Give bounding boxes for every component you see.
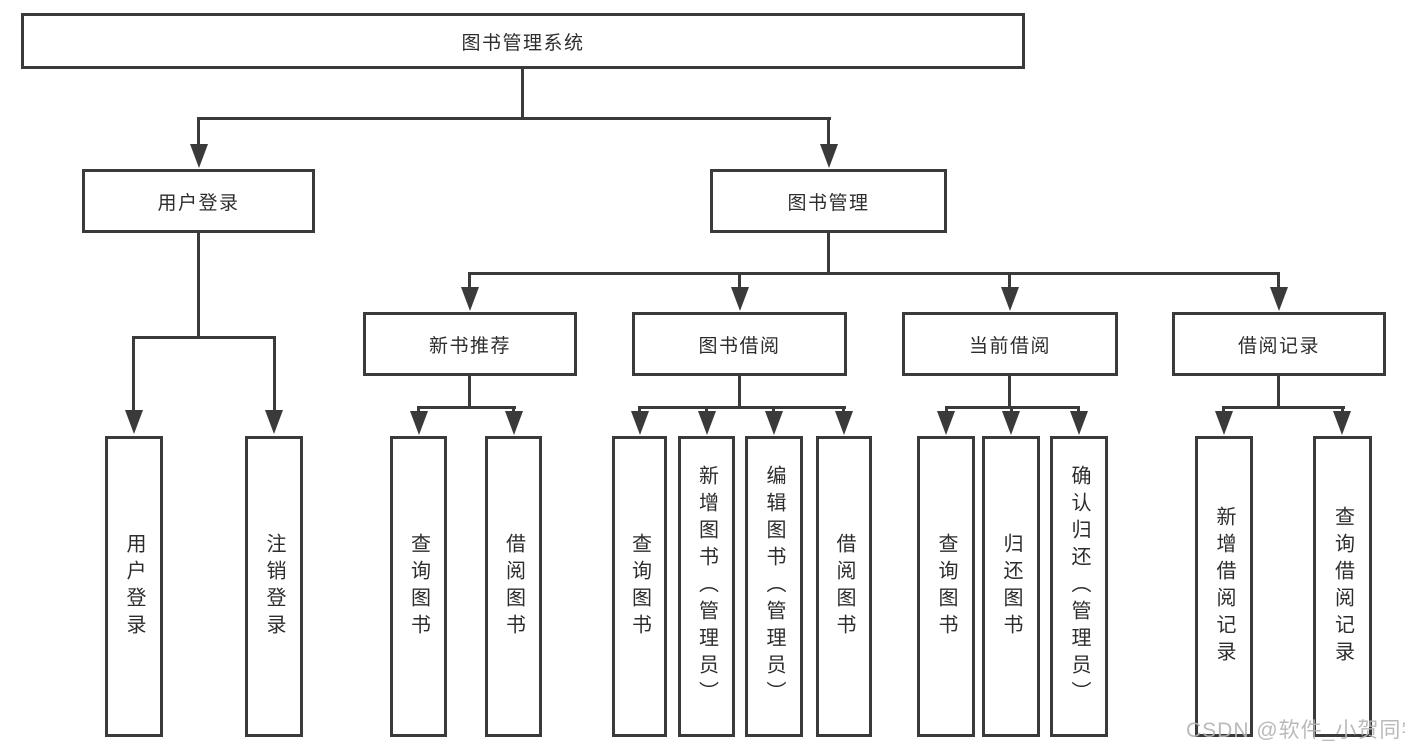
- node-label: 查询图书: [407, 532, 430, 641]
- node-book-borrowing: 图书借阅: [632, 312, 847, 376]
- node-label: 图书管理系统: [461, 32, 585, 54]
- node-label: 用户登录: [123, 532, 145, 641]
- leaf-add-borrow-record: 新增借阅记录: [1195, 436, 1253, 737]
- connector-line: [1008, 376, 1011, 406]
- leaf-add-books-admin: 新增图书（管理员）: [678, 436, 735, 737]
- node-label: 图书借阅: [698, 335, 781, 357]
- node-label: 借阅图书: [833, 532, 855, 641]
- connector-line: [132, 336, 135, 414]
- leaf-search-books-recommend: 查询图书: [390, 436, 447, 737]
- arrow-down-icon: [731, 287, 749, 311]
- arrow-down-icon: [1215, 411, 1233, 435]
- connector-line: [1277, 376, 1280, 406]
- arrow-down-icon: [461, 287, 479, 311]
- connector-line: [1341, 406, 1344, 414]
- connector-line: [842, 406, 845, 414]
- arrow-down-icon: [410, 411, 428, 435]
- arrow-down-icon: [698, 411, 716, 435]
- connector-line: [1077, 406, 1080, 414]
- node-label: 图书管理: [787, 192, 870, 214]
- node-book-management: 图书管理: [710, 169, 947, 233]
- leaf-confirm-return-admin: 确认归还（管理员）: [1050, 436, 1108, 737]
- connector-line: [512, 406, 515, 414]
- connector-line: [827, 117, 830, 147]
- connector-line: [468, 272, 471, 290]
- node-label: 注销登录: [263, 532, 285, 641]
- connector-line: [1008, 272, 1011, 290]
- arrow-down-icon: [1333, 411, 1351, 435]
- connector-line: [132, 336, 276, 339]
- node-user-login: 用户登录: [82, 169, 315, 233]
- arrow-down-icon: [265, 410, 283, 434]
- node-label: 归还图书: [1000, 532, 1022, 641]
- arrow-down-icon: [1070, 411, 1088, 435]
- leaf-user-login: 用户登录: [105, 436, 163, 737]
- arrow-down-icon: [835, 411, 853, 435]
- connector-line: [1222, 406, 1225, 414]
- connector-line: [417, 406, 420, 414]
- connector-line: [638, 406, 846, 409]
- connector-line: [417, 406, 516, 409]
- connector-line: [638, 406, 641, 414]
- connector-line: [1010, 406, 1013, 414]
- connector-line: [197, 117, 200, 147]
- node-label: 查询图书: [628, 532, 651, 641]
- leaf-search-books-current: 查询图书: [917, 436, 975, 737]
- arrow-down-icon: [190, 144, 208, 168]
- node-label: 查询借阅记录: [1331, 505, 1354, 668]
- watermark: CSDN @软件_小贺同学: [1186, 719, 1405, 742]
- connector-line: [1222, 406, 1345, 409]
- node-label: 新增图书（管理员）: [695, 465, 718, 708]
- leaf-edit-books-admin: 编辑图书（管理员）: [745, 436, 803, 737]
- node-label: 新增借阅记录: [1213, 505, 1235, 668]
- node-new-book-recommend: 新书推荐: [363, 312, 577, 376]
- arrow-down-icon: [125, 410, 143, 434]
- arrow-down-icon: [1001, 287, 1019, 311]
- arrow-down-icon: [765, 411, 783, 435]
- connector-line: [705, 406, 708, 414]
- node-label: 新书推荐: [428, 335, 511, 357]
- node-label: 编辑图书（管理员）: [763, 465, 785, 708]
- connector-line: [468, 376, 471, 406]
- arrow-down-icon: [1002, 411, 1020, 435]
- leaf-borrow-books-recommend: 借阅图书: [485, 436, 542, 737]
- connector-line: [469, 272, 1280, 275]
- connector-line: [197, 233, 200, 336]
- node-label: 查询图书: [935, 532, 957, 641]
- arrow-down-icon: [937, 411, 955, 435]
- connector-line: [827, 233, 830, 272]
- arrow-down-icon: [1270, 287, 1288, 311]
- connector-line: [772, 406, 775, 414]
- node-current-borrowing: 当前借阅: [902, 312, 1118, 376]
- connector-line: [521, 69, 524, 118]
- node-library-management-system: 图书管理系统: [21, 13, 1025, 69]
- connector-line: [1277, 272, 1280, 290]
- node-borrowing-records: 借阅记录: [1172, 312, 1386, 376]
- arrow-down-icon: [505, 411, 523, 435]
- node-label: 当前借阅: [968, 335, 1051, 357]
- node-label: 确认归还（管理员）: [1068, 465, 1090, 708]
- connector-line: [738, 376, 741, 406]
- connector-line: [945, 406, 948, 414]
- leaf-logout: 注销登录: [245, 436, 303, 737]
- leaf-search-borrow-record: 查询借阅记录: [1313, 436, 1372, 737]
- leaf-borrow-books: 借阅图书: [816, 436, 872, 737]
- arrow-down-icon: [820, 144, 838, 168]
- connector-line: [738, 272, 741, 290]
- connector-line: [273, 336, 276, 414]
- leaf-return-books: 归还图书: [982, 436, 1040, 737]
- node-label: 用户登录: [157, 192, 240, 214]
- connector-line: [197, 117, 831, 120]
- node-label: 借阅记录: [1237, 335, 1320, 357]
- leaf-search-books-borrowing: 查询图书: [612, 436, 667, 737]
- arrow-down-icon: [631, 411, 649, 435]
- node-label: 借阅图书: [502, 532, 525, 641]
